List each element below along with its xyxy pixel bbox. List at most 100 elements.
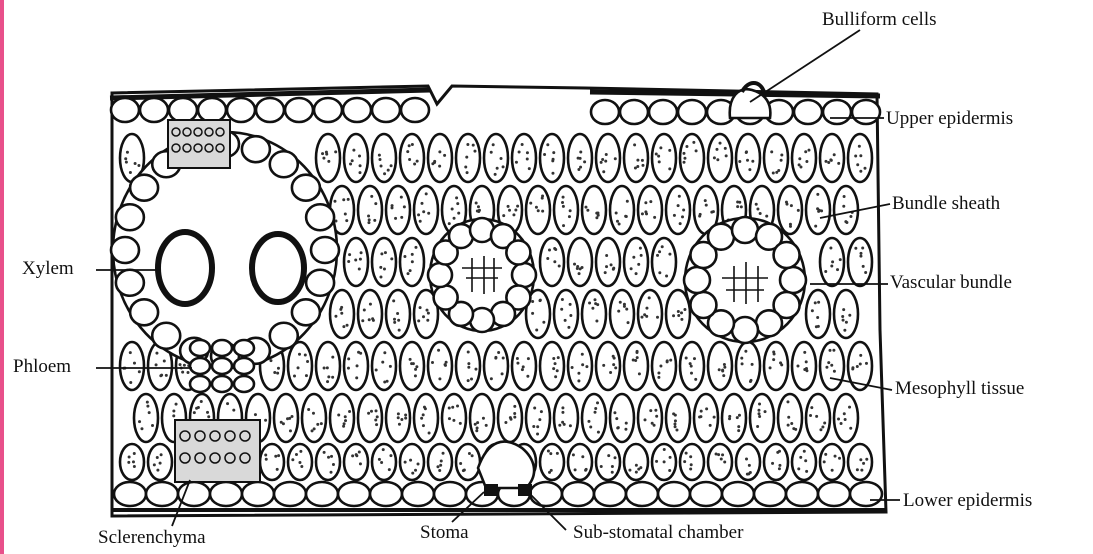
chloroplast-dot [607,454,610,457]
chloroplast-dot [673,214,676,217]
chloroplast-dot [585,365,588,368]
mesophyll-cell [764,134,788,182]
mesophyll-cell [708,444,732,480]
chloroplast-dot [640,316,643,319]
chloroplast-dot [504,421,507,424]
chloroplast-dot [413,162,416,165]
chloroplast-dot [465,156,468,159]
chloroplast-dot [728,417,731,420]
chloroplast-dot [373,219,376,222]
chloroplast-dot [614,366,617,369]
bundle-sheath-cell [434,286,458,310]
chloroplast-dot [581,266,584,269]
upper-epidermis-cell [620,100,648,124]
chloroplast-dot [605,254,608,257]
phloem-cell [190,340,210,356]
chloroplast-dot [837,162,840,165]
chloroplast-dot [677,310,680,313]
chloroplast-dot [680,311,683,314]
chloroplast-dot [467,366,470,369]
chloroplast-dot [579,166,582,169]
mesophyll-cell [582,186,606,234]
chloroplast-dot [825,366,828,369]
mesophyll-cell [316,134,340,182]
chloroplast-dot [562,224,565,227]
chloroplast-dot [614,456,617,459]
chloroplast-dot [643,313,646,316]
chloroplast-dot [378,158,381,161]
upper-epidermis-cell [649,100,677,124]
chloroplast-dot [345,219,348,222]
chloroplast-dot [358,171,361,174]
chloroplast-dot [758,415,761,418]
bundle-sheath-cell [732,317,758,343]
chloroplast-dot [455,196,458,199]
chloroplast-dot [513,416,516,419]
chloroplast-dot [854,247,857,250]
chloroplast-dot [849,427,852,430]
phloem-cell [190,358,210,374]
chloroplast-dot [814,225,817,228]
chloroplast-dot [677,314,680,317]
mesophyll-cell [512,134,536,182]
lower-epidermis-cell [690,482,722,506]
chloroplast-dot [828,349,831,352]
chloroplast-dot [848,406,851,409]
mesophyll-cell [848,134,872,182]
chloroplast-dot [343,422,346,425]
mesophyll-cell [820,134,844,182]
chloroplast-dot [674,425,677,428]
chloroplast-dot [641,159,644,162]
bundle-sheath-cell [116,204,144,230]
chloroplast-dot [641,212,644,215]
chloroplast-dot [758,412,761,415]
chloroplast-dot [569,314,572,317]
chloroplast-dot [658,250,661,253]
bundle-sheath-cell [306,204,334,230]
chloroplast-dot [411,472,414,475]
chloroplast-dot [796,365,799,368]
chloroplast-dot [378,154,381,157]
mesophyll-cell [848,444,872,480]
chloroplast-dot [128,456,131,459]
mesophyll-cell [358,290,382,338]
chloroplast-dot [554,248,557,251]
mesophyll-cell [568,342,592,390]
chloroplast-dot [411,253,414,256]
chloroplast-dot [860,469,863,472]
chloroplast-dot [291,458,294,461]
chloroplast-dot [507,205,510,208]
chloroplast-dot [843,329,846,332]
chloroplast-dot [604,160,607,163]
chloroplast-dot [577,168,580,171]
chloroplast-dot [127,461,130,464]
chloroplast-dot [374,202,377,205]
lower-epidermis-cell [530,482,562,506]
chloroplast-dot [286,417,289,420]
chloroplast-dot [741,362,744,365]
chloroplast-dot [600,161,603,164]
chloroplast-dot [538,299,541,302]
mesophyll-cell [708,134,732,182]
chloroplast-dot [679,222,682,225]
mesophyll-cell [652,134,676,182]
upper-epidermis-cell [794,100,822,124]
chloroplast-dot [635,471,638,474]
chloroplast-dot [675,428,678,431]
chloroplast-dot [490,377,493,380]
chloroplast-dot [859,362,862,365]
chloroplast-dot [809,414,812,417]
chloroplast-dot [579,150,582,153]
chloroplast-dot [562,205,565,208]
upper-epidermis-cell [314,98,342,122]
chloroplast-dot [725,154,728,157]
chloroplast-dot [274,455,277,458]
chloroplast-dot [557,356,560,359]
chloroplast-dot [698,215,701,218]
chloroplast-dot [532,425,535,428]
chloroplast-dot [579,157,582,160]
chloroplast-dot [420,417,423,420]
chloroplast-dot [440,459,443,462]
chloroplast-dot [673,422,676,425]
chloroplast-dot [713,416,716,419]
